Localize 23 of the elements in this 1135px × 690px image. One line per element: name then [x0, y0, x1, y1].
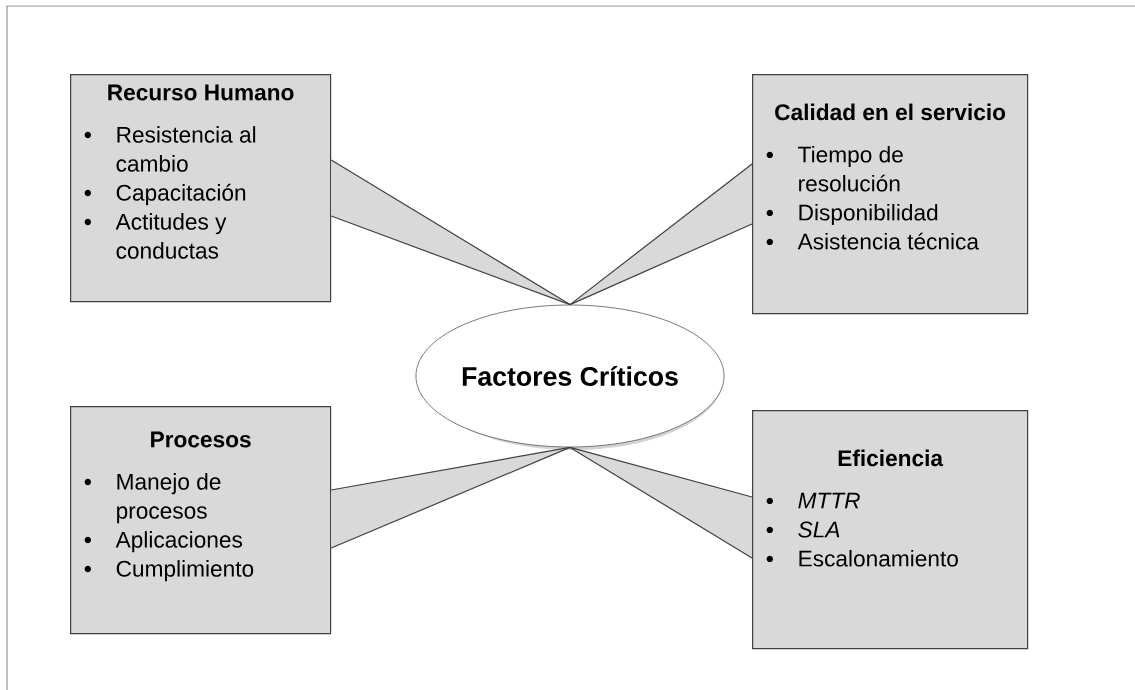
heading: Calidad en el servicio: [775, 103, 1006, 121]
callout-box: [70, 74, 332, 303]
callout-pointer: [330, 159, 571, 306]
list-item: Manejo de procesos: [84, 473, 221, 524]
list-item: Tiempo de resolución: [766, 145, 903, 192]
list-item: Cumplimiento: [84, 560, 254, 582]
callout-box: [752, 410, 1029, 650]
callout-pointer: [569, 163, 753, 306]
heading: Procesos: [151, 431, 251, 448]
heading: Recurso Humano: [108, 84, 294, 101]
list-item: Actitudes y conductas: [84, 213, 227, 259]
list-item: Disponibilidad: [766, 203, 938, 226]
list-item: Aplicaciones: [84, 531, 242, 553]
callout-box: [70, 406, 332, 635]
callout-pointer: [330, 446, 571, 549]
list-item: MTTR: [766, 492, 860, 509]
callout-pointer: [569, 446, 753, 559]
list-item: Resistencia al cambio: [84, 126, 256, 172]
list-item: Escalonamiento: [766, 549, 958, 567]
list-item: SLA: [766, 521, 840, 538]
list-item: Capacitación: [84, 183, 246, 206]
list-item: Asistencia técnica: [766, 232, 979, 250]
heading: Eficiencia: [838, 449, 944, 467]
